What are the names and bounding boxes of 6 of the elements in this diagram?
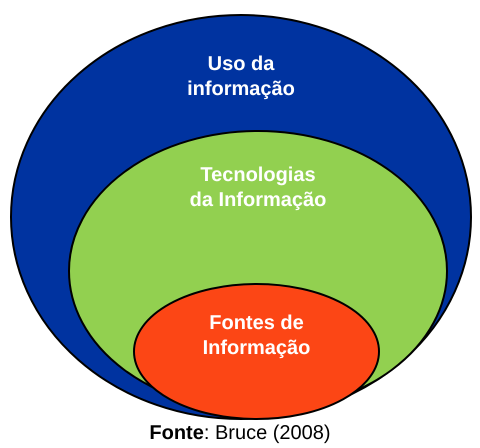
nested-ellipse [133,283,380,420]
caption: Fonte: Bruce (2008) [148,422,332,445]
nested-ellipse [10,14,472,420]
region-label: Uso da informação [186,52,296,102]
region-label: Tecnologias da Informação [188,163,328,213]
region-label: Fontes de Informação [202,311,312,361]
